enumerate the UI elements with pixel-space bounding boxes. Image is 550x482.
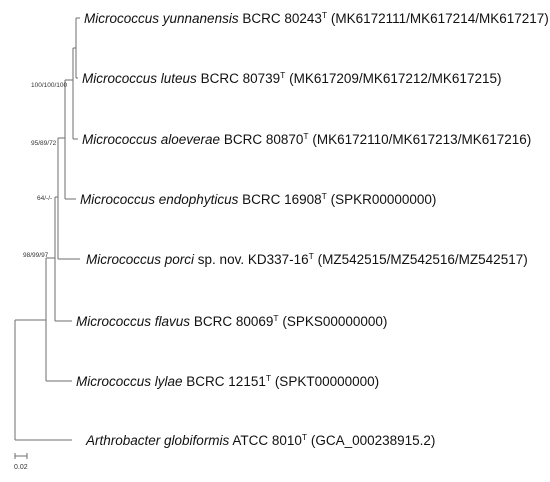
- species-name: Micrococcus aloeverae: [82, 132, 220, 147]
- strain-name: BCRC 16908: [242, 192, 322, 207]
- bootstrap-aloeverae-node: 95/89/72: [31, 140, 57, 147]
- species-name: Micrococcus endophyticus: [80, 192, 239, 207]
- accession-numbers: (MK6172110/MK617213/MK617216): [312, 132, 531, 147]
- strain-name: BCRC 80739: [201, 71, 281, 86]
- accession-numbers: (SPKS00000000): [282, 314, 387, 329]
- type-strain-mark: T: [322, 191, 327, 201]
- species-name: Micrococcus flavus: [76, 314, 190, 329]
- type-strain-mark: T: [266, 373, 271, 383]
- strain-name: BCRC 80069: [194, 314, 274, 329]
- species-name: Micrococcus yunnanensis: [84, 11, 239, 26]
- species-name: Arthrobacter globiformis: [85, 433, 230, 448]
- taxon-label-luteus: Micrococcus luteus BCRC 80739T (MK617209…: [82, 66, 501, 86]
- bootstrap-porci-node: 98/99/97: [23, 252, 49, 259]
- taxon-labels: Micrococcus yunnanensis BCRC 80243T (MK6…: [76, 6, 549, 448]
- taxon-label-lylae: Micrococcus lylae BCRC 12151T (SPKT00000…: [76, 369, 379, 389]
- accession-numbers: (SPKR00000000): [331, 192, 437, 207]
- species-name: Micrococcus luteus: [82, 71, 197, 86]
- type-strain-mark: T: [309, 251, 314, 261]
- bootstrap-endophyticus-node: 64/-/-: [37, 195, 52, 202]
- taxon-label-yunnanensis: Micrococcus yunnanensis BCRC 80243T (MK6…: [84, 6, 549, 26]
- taxon-label-endophyticus: Micrococcus endophyticus BCRC 16908T (SP…: [80, 187, 436, 207]
- strain-name: ATCC 8010: [232, 433, 302, 448]
- type-strain-mark: T: [322, 10, 327, 20]
- taxon-label-aloeverae: Micrococcus aloeverae BCRC 80870T (MK617…: [82, 127, 531, 147]
- species-name: Micrococcus lylae: [76, 374, 183, 389]
- strain-name: BCRC 80243: [242, 11, 322, 26]
- strain-name: BCRC 80870: [224, 132, 304, 147]
- tree-branches: [14, 17, 80, 441]
- bootstrap-values: 100/100/100 95/89/72 64/-/- 98/99/97: [23, 82, 68, 259]
- accession-numbers: (GCA_000238915.2): [311, 433, 436, 448]
- type-strain-mark: T: [280, 70, 285, 80]
- taxon-label-arthrobacter: Arthrobacter globiformis ATCC 8010T (GCA…: [85, 428, 435, 448]
- bootstrap-yunnanensis-luteus: 100/100/100: [31, 82, 68, 89]
- scale-bar-label: 0.02: [14, 464, 28, 471]
- taxon-label-flavus: Micrococcus flavus BCRC 80069T (SPKS0000…: [76, 309, 387, 329]
- accession-numbers: (MK617209/MK617212/MK617215): [289, 71, 501, 86]
- type-strain-mark: T: [273, 313, 278, 323]
- accession-numbers: (MZ542515/MZ542516/MZ542517): [318, 252, 528, 267]
- accession-numbers: (SPKT00000000): [275, 374, 379, 389]
- accession-numbers: (MK6172111/MK617214/MK617217): [331, 11, 549, 26]
- type-strain-mark: T: [302, 432, 307, 442]
- strain-name: BCRC 12151: [186, 374, 266, 389]
- type-strain-mark: T: [303, 131, 308, 141]
- strain-name: sp. nov. KD337-16: [198, 252, 309, 267]
- taxon-label-porci: Micrococcus porci sp. nov. KD337-16T (MZ…: [86, 247, 528, 267]
- species-name: Micrococcus porci: [86, 252, 195, 267]
- scale-bar: 0.02: [14, 453, 28, 471]
